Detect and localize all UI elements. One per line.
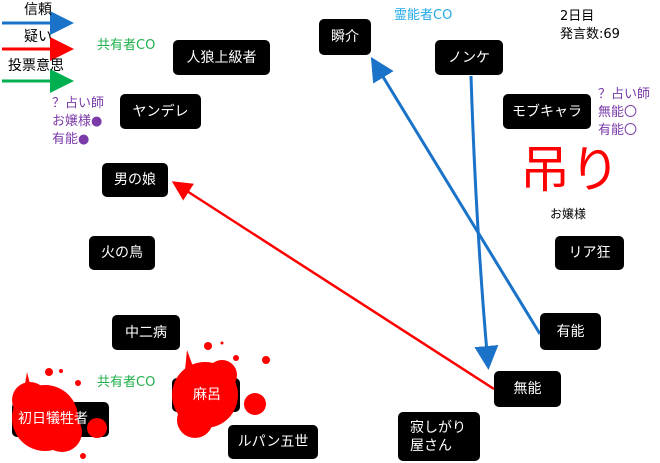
legend-vote-label: 投票意思 — [8, 58, 64, 74]
player-riakyo[interactable]: リア狂 — [555, 236, 624, 270]
player-shunsuke[interactable]: 瞬介 — [319, 19, 371, 55]
trust-arrow-yuno-shunsuke — [370, 56, 542, 335]
player-sabishigari-line1: 寂しがり — [410, 419, 466, 436]
player-mob[interactable]: モブキャラ — [503, 94, 591, 129]
hanged-player-name: お嬢様 — [550, 207, 587, 221]
legend-doubt-label: 疑い — [24, 29, 52, 45]
player-yandere[interactable]: ヤンデレ — [120, 94, 201, 129]
player-nonke[interactable]: ノンケ — [435, 40, 503, 75]
doubt-arrow-muno-otokonoko — [171, 181, 495, 391]
legend-trust-label: 信頼 — [24, 2, 52, 18]
player-otokonoko[interactable]: 男の娘 — [102, 163, 168, 197]
player-lupin[interactable]: ルパン五世 — [228, 425, 318, 459]
player-muno[interactable]: 無能 — [494, 371, 561, 407]
player-hinotori[interactable]: 火の鳥 — [89, 236, 155, 270]
kyoyu-co-label-top: 共有者CO — [97, 38, 156, 53]
yandere-note-3: 有能● — [52, 132, 90, 147]
reino-co-label: 霊能者CO — [394, 8, 453, 23]
yandere-note-1: ？占い師 — [52, 96, 105, 111]
yandere-note-2: お嬢様● — [52, 114, 103, 129]
post-count: 発言数:69 — [560, 27, 620, 42]
mob-note-1: ？占い師 — [598, 87, 651, 102]
player-yuno[interactable]: 有能 — [540, 313, 601, 350]
player-jinro[interactable]: 人狼上級者 — [173, 40, 270, 75]
mob-note-3: 有能〇 — [598, 123, 638, 138]
player-maro-label: 麻呂 — [193, 387, 221, 403]
player-shonichi-label: 初日犠牲者 — [18, 411, 88, 427]
player-sabishigari[interactable]: 寂しがり 屋さん — [398, 412, 480, 461]
hanged-label: 吊り — [520, 141, 620, 199]
day-label: 2日目 — [560, 9, 595, 24]
player-chuni[interactable]: 中二病 — [112, 315, 180, 350]
kyoyu-co-label-bottom: 共有者CO — [97, 375, 156, 390]
mob-note-2: 無能〇 — [598, 105, 638, 120]
player-sabishigari-line2: 屋さん — [410, 437, 452, 454]
trust-arrow-nonke-muno — [469, 75, 499, 370]
